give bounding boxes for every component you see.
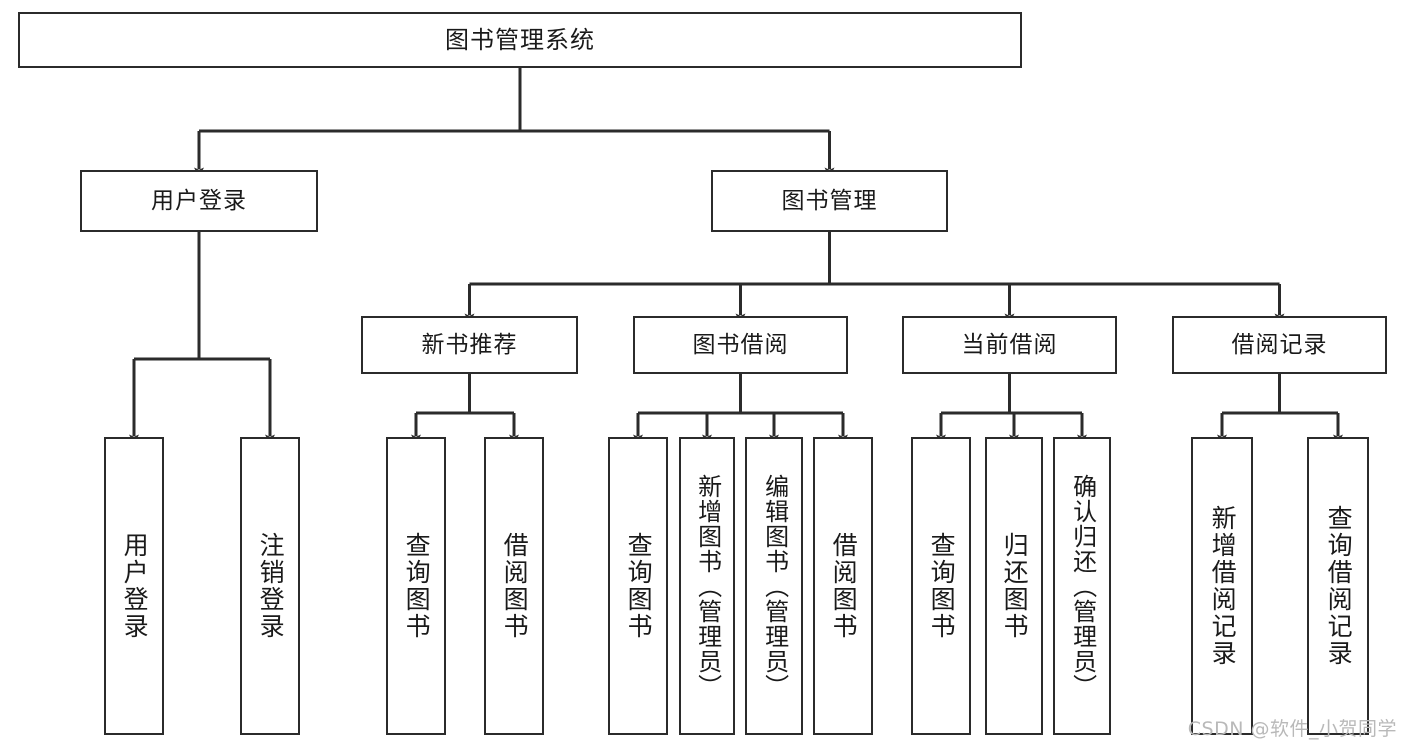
node-label: 借阅图书 <box>829 532 859 640</box>
node-label: 查询图书 <box>927 532 957 640</box>
node-label: 确认归还（管理员） <box>1068 473 1097 699</box>
node-borrow-record[interactable]: 借阅记录 <box>1172 316 1387 374</box>
node-leaf-cb-query[interactable]: 查询图书 <box>911 437 971 735</box>
node-label: 当前借阅 <box>961 331 1058 358</box>
node-leaf-bb-query[interactable]: 查询图书 <box>608 437 668 735</box>
node-book-manage[interactable]: 图书管理 <box>711 170 948 232</box>
node-leaf-rec-borrow[interactable]: 借阅图书 <box>484 437 544 735</box>
node-leaf-bb-add[interactable]: 新增图书（管理员） <box>679 437 735 735</box>
node-label: 查询图书 <box>402 532 432 640</box>
node-root[interactable]: 图书管理系统 <box>18 12 1022 68</box>
node-user-login[interactable]: 用户登录 <box>80 170 318 232</box>
node-label: 用户登录 <box>120 532 150 640</box>
node-label: 编辑图书（管理员） <box>760 473 789 699</box>
node-current-borrow[interactable]: 当前借阅 <box>902 316 1117 374</box>
node-leaf-cb-return[interactable]: 归还图书 <box>985 437 1043 735</box>
node-label: 查询借阅记录 <box>1324 505 1354 667</box>
node-book-borrow[interactable]: 图书借阅 <box>633 316 848 374</box>
node-new-book-rec[interactable]: 新书推荐 <box>361 316 578 374</box>
node-label: 归还图书 <box>1000 532 1030 640</box>
node-label: 借阅图书 <box>500 532 530 640</box>
node-leaf-logout[interactable]: 注销登录 <box>240 437 300 735</box>
node-label: 新书推荐 <box>421 331 518 358</box>
node-label: 查询图书 <box>624 532 654 640</box>
node-leaf-bb-edit[interactable]: 编辑图书（管理员） <box>745 437 803 735</box>
node-leaf-br-query[interactable]: 查询借阅记录 <box>1307 437 1369 735</box>
node-label: 新增图书（管理员） <box>693 473 722 699</box>
node-label: 图书管理系统 <box>445 26 595 54</box>
node-leaf-cb-confirm[interactable]: 确认归还（管理员） <box>1053 437 1111 735</box>
node-label: 用户登录 <box>151 187 247 214</box>
node-leaf-br-add[interactable]: 新增借阅记录 <box>1191 437 1253 735</box>
node-leaf-user-login[interactable]: 用户登录 <box>104 437 164 735</box>
node-label: 新增借阅记录 <box>1208 505 1238 667</box>
node-leaf-rec-query[interactable]: 查询图书 <box>386 437 446 735</box>
node-leaf-bb-borrow[interactable]: 借阅图书 <box>813 437 873 735</box>
csdn-watermark: CSDN @软件_小贺同学 <box>1187 718 1397 740</box>
node-label: 借阅记录 <box>1231 331 1328 358</box>
node-label: 注销登录 <box>256 532 286 640</box>
node-label: 图书管理 <box>781 187 878 214</box>
node-label: 图书借阅 <box>692 331 789 358</box>
